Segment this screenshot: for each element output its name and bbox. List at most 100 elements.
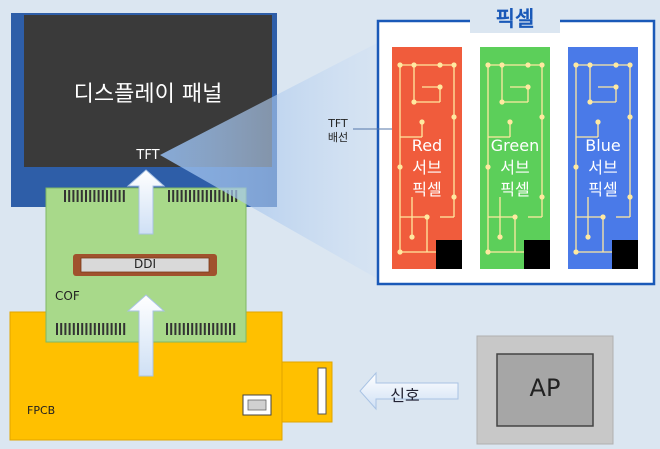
circuit-node bbox=[539, 194, 545, 200]
cof-pin bbox=[122, 190, 125, 202]
cof-pin bbox=[201, 190, 204, 202]
cof-pin bbox=[60, 323, 63, 335]
cof-pin bbox=[93, 190, 96, 202]
circuit-node bbox=[627, 62, 633, 68]
circuit-node bbox=[451, 194, 457, 200]
cof-pin bbox=[56, 323, 58, 335]
cof-pin bbox=[214, 190, 217, 202]
arrow-to-tft bbox=[126, 169, 166, 235]
cof-pin bbox=[106, 323, 109, 335]
cof-pin bbox=[119, 323, 121, 335]
cof-pin bbox=[189, 190, 191, 202]
circuit-node bbox=[600, 214, 606, 220]
circuit-node bbox=[437, 62, 443, 68]
cof-pin bbox=[89, 190, 92, 202]
circuit-node bbox=[525, 62, 531, 68]
subpixel-tft-black bbox=[436, 240, 462, 269]
cof-pin bbox=[64, 190, 66, 202]
display-panel-label: 디스플레이 패널 bbox=[73, 82, 223, 107]
cof-pin bbox=[233, 323, 236, 335]
cof-pin bbox=[98, 323, 100, 335]
ddi-label: DDI bbox=[133, 257, 157, 271]
circuit-node bbox=[485, 249, 491, 255]
cof-pin bbox=[218, 190, 221, 202]
cof-pin bbox=[68, 190, 71, 202]
circuit-node bbox=[411, 62, 417, 68]
tft-label: TFT bbox=[136, 148, 160, 163]
cof-pin bbox=[72, 323, 75, 335]
cof-pin bbox=[197, 190, 200, 202]
circuit-node bbox=[451, 114, 457, 120]
cof-pin bbox=[110, 323, 113, 335]
cof-pin bbox=[210, 190, 212, 202]
circuit-node bbox=[595, 119, 601, 125]
pixel-title: 픽셀 bbox=[470, 3, 560, 33]
circuit-node bbox=[627, 114, 633, 120]
arrow-ddi-to-panel bbox=[126, 294, 166, 377]
cof-pin bbox=[72, 190, 75, 202]
circuit-node bbox=[627, 194, 633, 200]
circuit-node bbox=[499, 62, 505, 68]
circuit-node bbox=[573, 164, 579, 170]
subpixel-group bbox=[392, 47, 638, 269]
cof-pin bbox=[208, 323, 210, 335]
cof-pin bbox=[205, 190, 208, 202]
zoom-beam bbox=[160, 40, 383, 282]
cof-pin bbox=[222, 190, 225, 202]
cof-pin bbox=[68, 323, 71, 335]
circuit-node bbox=[397, 249, 403, 255]
arrow-signal bbox=[359, 371, 459, 411]
circuit-node bbox=[573, 62, 579, 68]
cof-pin bbox=[93, 323, 96, 335]
cof-pin bbox=[110, 190, 113, 202]
cof-pin bbox=[114, 323, 117, 335]
cof-pin bbox=[212, 323, 215, 335]
cof-pin bbox=[229, 323, 231, 335]
cof-pin bbox=[187, 323, 189, 335]
cof-pin bbox=[176, 190, 179, 202]
circuit-node bbox=[512, 214, 518, 220]
circuit-node bbox=[409, 234, 415, 240]
cof-pin bbox=[89, 323, 92, 335]
circuit-node bbox=[587, 99, 593, 105]
fpcb-connector-pin bbox=[317, 367, 327, 415]
circuit-node bbox=[485, 164, 491, 170]
cof-pin bbox=[174, 323, 177, 335]
cof-label: COF bbox=[55, 289, 80, 303]
circuit-node bbox=[525, 84, 531, 90]
subpixel-tft-black bbox=[612, 240, 638, 269]
cof-pin bbox=[203, 323, 206, 335]
cof-pin bbox=[114, 190, 117, 202]
cof-pin bbox=[76, 190, 79, 202]
cof-pin bbox=[80, 190, 83, 202]
cof-pin bbox=[172, 190, 175, 202]
circuit-node bbox=[419, 119, 425, 125]
circuit-node bbox=[539, 62, 545, 68]
signal-label: 신호 bbox=[390, 386, 420, 405]
subpixel-tft-black bbox=[524, 240, 550, 269]
circuit-node bbox=[411, 99, 417, 105]
cof-pin bbox=[191, 323, 194, 335]
cof-pin bbox=[123, 323, 126, 335]
cof-pin bbox=[64, 323, 67, 335]
cof-pin bbox=[178, 323, 181, 335]
cof-pin bbox=[216, 323, 219, 335]
circuit-node bbox=[397, 164, 403, 170]
circuit-node bbox=[573, 249, 579, 255]
cof-pin bbox=[199, 323, 202, 335]
circuit-node bbox=[587, 62, 593, 68]
circuit-node bbox=[585, 234, 591, 240]
cof-pin bbox=[220, 323, 223, 335]
circuit-node bbox=[613, 84, 619, 90]
cof-pin bbox=[106, 190, 108, 202]
circuit-node bbox=[613, 62, 619, 68]
cof-pin bbox=[168, 190, 170, 202]
cof-pin bbox=[182, 323, 185, 335]
cof-pins-bottom bbox=[56, 323, 236, 335]
cof-pin bbox=[226, 190, 229, 202]
